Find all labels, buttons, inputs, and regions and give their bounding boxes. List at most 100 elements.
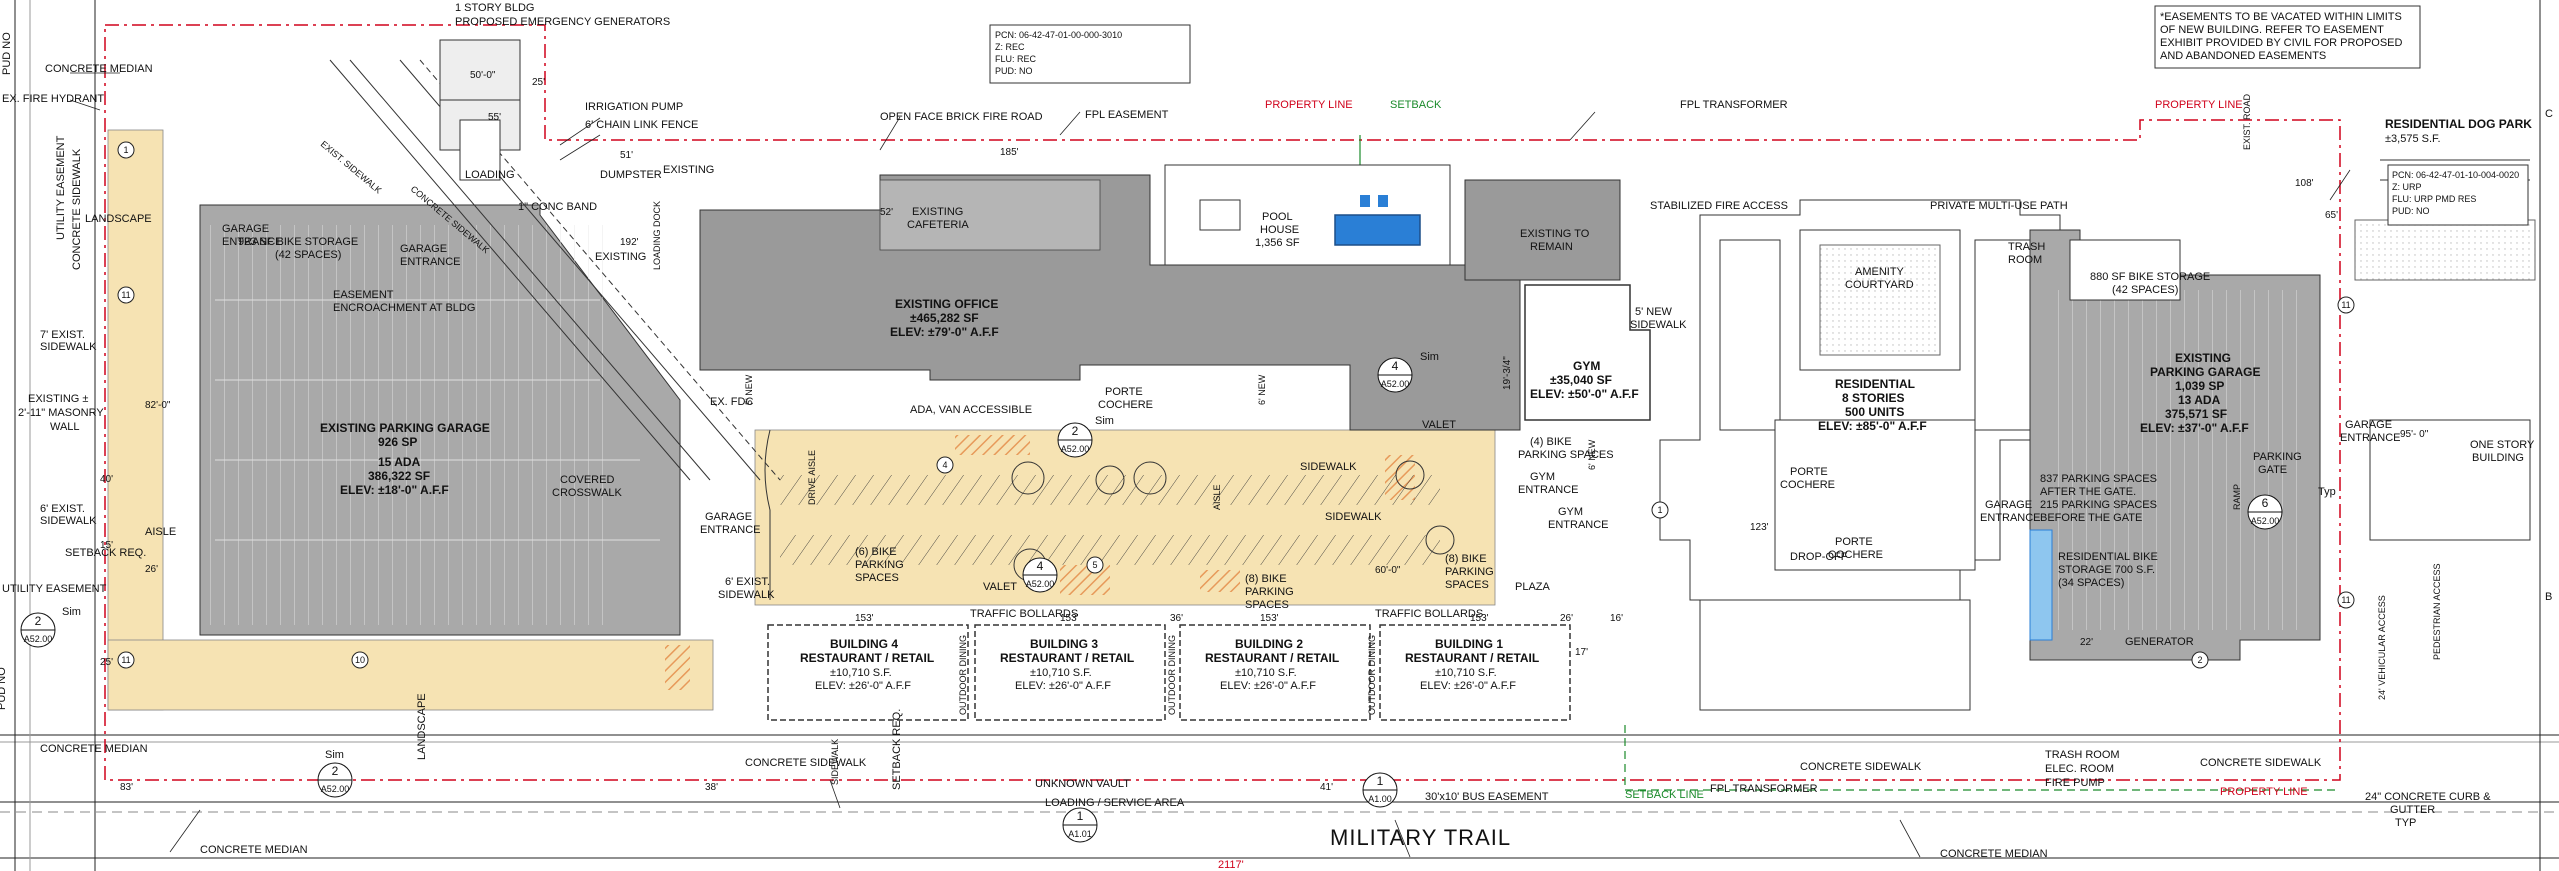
label-new-sidewalk-5-left: 5' NEW <box>744 374 754 405</box>
keynote-marker: 11 <box>2337 591 2355 609</box>
keynote-marker: 1 <box>117 141 135 159</box>
dim-95: 95'- 0" <box>2400 429 2429 440</box>
dim-153-c: 153' <box>1260 613 1279 624</box>
label-bldg1-2: RESTAURANT / RETAIL <box>1405 651 1539 665</box>
section-bubble-7[interactable]: 1 A1.00 <box>1362 772 1398 808</box>
bubble-3-number: 4 <box>1037 559 1044 573</box>
section-bubble-8[interactable]: 6 A52.00 <box>2247 494 2283 530</box>
label-concrete-sidewalk-bottom: CONCRETE SIDEWALK <box>745 757 867 769</box>
label-trash-room-2: ROOM <box>2008 254 2042 266</box>
dim-41: 41' <box>1320 782 1333 793</box>
label-sidewalk-central: SIDEWALK <box>1300 461 1357 473</box>
dim-26-b: 26' <box>1560 613 1573 624</box>
setback-line <box>1624 725 2340 791</box>
label-pool-house-1: POOL <box>1262 211 1293 223</box>
label-chain-link: 6' CHAIN LINK FENCE <box>585 119 698 131</box>
label-row-tl: PUD NO <box>1 32 13 75</box>
label-garage-entrance-nw-1: GARAGE <box>222 223 269 235</box>
section-bubble-2[interactable]: 4 A52.00 <box>1377 357 1413 393</box>
dim-65: 65' <box>2325 210 2338 221</box>
gym-building <box>1524 284 1651 421</box>
bubble-7-number: 1 <box>1377 774 1384 788</box>
pcn-right-line3: FLU: URP PMD RES <box>2392 194 2476 204</box>
label-garage-entrance-res-2: ENTRANCE <box>1980 512 2041 524</box>
svg-text:2: 2 <box>2197 655 2202 665</box>
label-bldg2-1: BUILDING 2 <box>1235 637 1303 651</box>
section-bubble-1[interactable]: 2 A52.00 <box>20 612 56 648</box>
label-bldg2-2: RESTAURANT / RETAIL <box>1205 651 1339 665</box>
svg-text:5: 5 <box>1092 560 1097 570</box>
section-bubble-3[interactable]: 4 A52.00 <box>1022 557 1058 593</box>
label-dumpster: DUMPSTER <box>600 169 662 181</box>
bubble-1-sim: Sim <box>62 606 81 618</box>
label-setback-top: SETBACK <box>1390 99 1442 111</box>
label-porte-cochere-res-1: PORTE <box>1790 466 1828 478</box>
label-gym-entrance-3: GYM <box>1558 506 1583 518</box>
label-curb-gutter-2: GUTTER <box>2390 804 2435 816</box>
bubble-5-sim: Sim <box>325 749 344 761</box>
label-porte-cochere-res-3: PORTE <box>1835 536 1873 548</box>
grid-mark-b: B <box>2545 591 2552 603</box>
label-concrete-median-bottom: CONCRETE MEDIAN <box>200 844 308 856</box>
label-bike-parking-6-1: (6) BIKE <box>855 546 897 558</box>
label-concrete-sidewalk-vert: CONCRETE SIDEWALK <box>71 148 83 270</box>
property-line <box>104 24 2341 781</box>
dim-40: 40' <box>100 474 113 485</box>
keynote-marker: 2 <box>2191 651 2209 669</box>
label-trash-elec-3: FIRE PUMP <box>2045 777 2105 789</box>
label-existing-2: EXISTING <box>595 251 646 263</box>
keynote-marker: 1 <box>1651 501 1669 519</box>
section-bubble-6[interactable]: 1 A1.01 <box>1062 807 1098 843</box>
label-res-bike-2: STORAGE 700 S.F. <box>2058 564 2155 576</box>
label-plaza: PLAZA <box>1515 581 1551 593</box>
label-outdoor-dining-2: OUTDOOR DINING <box>1167 635 1177 715</box>
central-parking-lot <box>764 429 1455 600</box>
svg-text:1: 1 <box>1657 505 1662 515</box>
label-traffic-bollards-1: TRAFFIC BOLLARDS <box>970 608 1078 620</box>
existing-office-building <box>699 174 1521 431</box>
label-new-sidewalk-6: 6' NEW <box>1257 374 1267 405</box>
label-ada-van: ADA, VAN ACCESSIBLE <box>910 404 1032 416</box>
svg-text:10: 10 <box>355 655 365 665</box>
label-bldg3-3: ±10,710 S.F. <box>1030 667 1092 679</box>
section-bubble-4[interactable]: 2 A52.00 <box>1057 422 1093 458</box>
label-fpl-transformer-top: FPL TRANSFORMER <box>1680 99 1788 111</box>
existing-to-remain-building <box>1464 179 1621 281</box>
dim-22: 22' <box>2080 637 2093 648</box>
west-parking-garage <box>199 204 681 636</box>
label-private-path: PRIVATE MULTI-USE PATH <box>1930 200 2068 212</box>
pcn-center-box <box>989 24 1191 84</box>
label-ex-fire-hydrant: EX. FIRE HYDRANT <box>2 93 104 105</box>
label-six-exist-sidewalk-1: 6' EXIST. <box>40 503 85 515</box>
dim-15: 15' <box>100 540 113 551</box>
label-garage-entrance-w2-2: ENTRANCE <box>700 524 761 536</box>
bubble-5-number: 2 <box>332 764 339 778</box>
bubble-8-number: 6 <box>2262 496 2269 510</box>
label-bike-parking-4-2: PARKING SPACES <box>1518 449 1614 461</box>
label-row-bl: PUD NO <box>0 667 8 710</box>
section-bubble-5[interactable]: 2 A52.00 <box>317 762 353 798</box>
bubble-5-sheet: A52.00 <box>321 784 350 794</box>
label-dog-park-1: RESIDENTIAL DOG PARK <box>2385 117 2532 131</box>
label-one-story-2: BUILDING <box>2472 452 2524 464</box>
label-garage-entrance-nw-2: ENTRANCE <box>222 236 283 248</box>
dim-153-a: 153' <box>855 613 874 624</box>
label-office-2: ±465,282 SF <box>910 311 979 325</box>
label-bike-parking-6-2: PARKING <box>855 559 904 571</box>
svg-text:1: 1 <box>123 145 128 155</box>
label-amenity-1: AMENITY <box>1855 266 1905 278</box>
label-garage-e-3: 1,039 SP <box>2175 379 2224 393</box>
label-pool-house-2: HOUSE <box>1260 224 1299 236</box>
label-valet-2: VALET <box>983 581 1017 593</box>
easement-note-line4: AND ABANDONED EASEMENTS <box>2160 50 2326 62</box>
label-concrete-median-bl: CONCRETE MEDIAN <box>40 743 148 755</box>
label-new-sidewalk-5-right-1: 5' NEW <box>1635 306 1673 318</box>
label-parking-note-2: AFTER THE GATE. <box>2040 486 2136 498</box>
label-parking-gate-2: GATE <box>2258 464 2287 476</box>
label-concrete-median-tl: CONCRETE MEDIAN <box>45 63 153 75</box>
label-parking-gate-1: PARKING <box>2253 451 2302 463</box>
label-parking-note-3: 215 PARKING SPACES <box>2040 499 2157 511</box>
residential-building <box>1659 199 2061 711</box>
